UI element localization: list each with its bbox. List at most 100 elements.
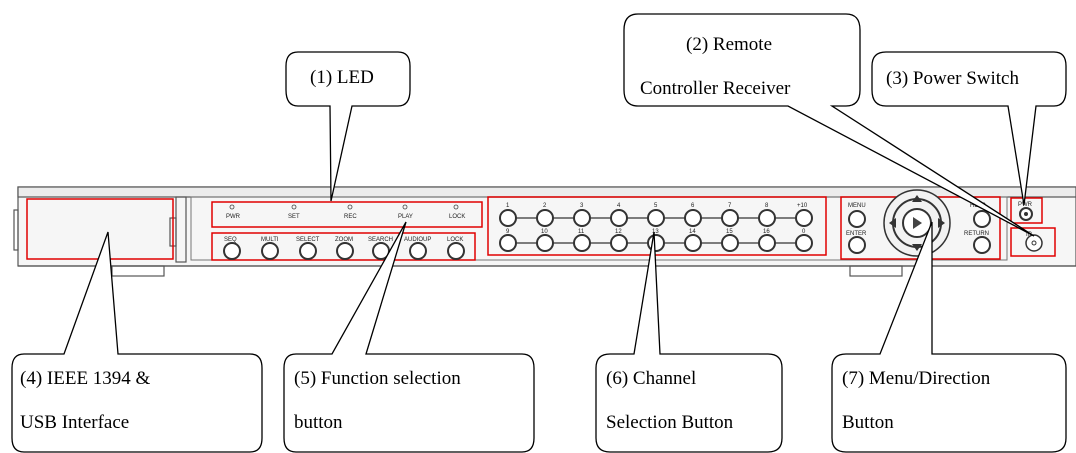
channel-label-9: 9 [506, 229, 510, 235]
channel-button-4 [610, 209, 628, 227]
led-set [291, 204, 297, 210]
channel-button-10 [536, 234, 554, 252]
arrow-down-icon [912, 244, 922, 251]
channel-button-14 [684, 234, 702, 252]
channel-button-16 [758, 234, 776, 252]
channel-label-1: 1 [506, 203, 510, 209]
function-label-select: SELECT [296, 237, 320, 243]
channel-label-7: 7 [728, 203, 732, 209]
channel-label-0: 0 [802, 229, 806, 235]
function-label-seq: SEQ [224, 237, 237, 243]
enter-label: ENTER [846, 231, 867, 237]
function-label-lock: LOCK [447, 237, 463, 243]
function-label-search: SEARCH [368, 237, 393, 243]
channel-label-5: 5 [654, 203, 658, 209]
callout-menu-text-1: (7) Menu/Direction [842, 368, 991, 389]
led-label-set: SET [288, 214, 300, 220]
ir-label: IR [1026, 232, 1033, 238]
led-label-rec: REC [344, 214, 357, 220]
power-switch-dot [1024, 212, 1028, 216]
channel-button-13 [647, 234, 665, 252]
menu-button [848, 210, 866, 228]
function-button-multi [261, 242, 279, 260]
callout-ieee: (4) IEEE 1394 & USB Interface [11, 231, 263, 453]
help-button [973, 210, 991, 228]
callout-function: (5) Function selection button [283, 221, 535, 453]
channel-button-1 [499, 209, 517, 227]
ir-receiver-lens [1025, 234, 1043, 252]
menu-label: MENU [848, 203, 866, 209]
function-button-select [299, 242, 317, 260]
callout-remote-text-2: Controller Receiver [640, 78, 791, 99]
arrow-left-icon [889, 218, 896, 228]
channel-label-14: 14 [689, 229, 696, 235]
channel-label-16: 16 [763, 229, 770, 235]
channel-button-3 [573, 209, 591, 227]
led-play [402, 204, 408, 210]
callout-led: (1) LED [285, 51, 411, 202]
callout-ieee-text-2: USB Interface [20, 412, 129, 433]
callout-led-text: (1) LED [310, 67, 374, 88]
channel-button-12 [610, 234, 628, 252]
channel-label-4: 4 [617, 203, 621, 209]
callout-power: (3) Power Switch [871, 51, 1067, 206]
led-indicators: PWR SET REC PLAY LOCK [226, 204, 465, 220]
channel-label-3: 3 [580, 203, 584, 209]
function-button-seq [223, 242, 241, 260]
callout-channel: (6) Channel Selection Button [595, 231, 783, 453]
callout-remote-text-1: (2) Remote [686, 34, 772, 55]
callout-channel-text-2: Selection Button [606, 412, 734, 433]
callout-channel-text-1: (6) Channel [606, 368, 696, 389]
channel-label-11: 11 [578, 229, 585, 235]
led-row [211, 201, 483, 228]
channel-button-11 [573, 234, 591, 252]
play-pause-icon [913, 217, 922, 229]
led-label-lock: LOCK [449, 214, 465, 220]
channel-button-2 [536, 209, 554, 227]
led-rec [347, 204, 353, 210]
function-button-zoom [336, 242, 354, 260]
return-button [973, 236, 991, 254]
ir-receiver-box [1010, 227, 1056, 257]
function-button-row [211, 232, 476, 261]
callout-function-text-1: (5) Function selection [294, 368, 461, 389]
callout-ieee-text-1: (4) IEEE 1394 & [20, 368, 151, 389]
return-label: RETURN [964, 231, 989, 237]
channel-button-0 [795, 234, 813, 252]
led-lock [453, 204, 459, 210]
channel-buttons: 1 2 3 4 5 6 7 8 +10 9 10 11 12 13 14 15 … [499, 203, 813, 252]
channel-label-6: 6 [691, 203, 695, 209]
channel-label-2: 2 [543, 203, 547, 209]
enter-button [848, 236, 866, 254]
function-buttons: SEQ MULTI SELECT ZOOM SEARCH AUDIOUP LOC… [223, 237, 465, 260]
led-label-pwr: PWR [226, 214, 241, 220]
function-label-multi: MULTI [261, 237, 279, 243]
callout-function-text-2: button [294, 412, 343, 433]
function-label-audioup: AUDIOUP [404, 237, 431, 243]
channel-button-block [487, 196, 827, 256]
power-switch-box [1010, 197, 1043, 224]
channel-button-15 [721, 234, 739, 252]
channel-label-plus10: +10 [797, 203, 808, 209]
callout-menu: (7) Menu/Direction Button [831, 221, 1067, 453]
function-button-lock [447, 242, 465, 260]
ir-receiver-dot [1031, 240, 1037, 246]
power-label: PWR [1018, 202, 1033, 208]
led-pwr [229, 204, 235, 210]
channel-button-7 [721, 209, 739, 227]
function-button-audioup [409, 242, 427, 260]
callout-remote: (2) Remote Controller Receiver [623, 13, 1035, 237]
channel-label-13: 13 [652, 229, 659, 235]
channel-button-9 [499, 234, 517, 252]
channel-label-12: 12 [615, 229, 622, 235]
callout-power-text: (3) Power Switch [886, 68, 1019, 89]
channel-button-plus10 [795, 209, 813, 227]
channel-label-15: 15 [726, 229, 733, 235]
channel-label-10: 10 [541, 229, 548, 235]
channel-button-8 [758, 209, 776, 227]
function-label-zoom: ZOOM [335, 237, 353, 243]
callout-menu-text-2: Button [842, 412, 894, 433]
arrow-right-icon [938, 218, 945, 228]
channel-button-6 [684, 209, 702, 227]
